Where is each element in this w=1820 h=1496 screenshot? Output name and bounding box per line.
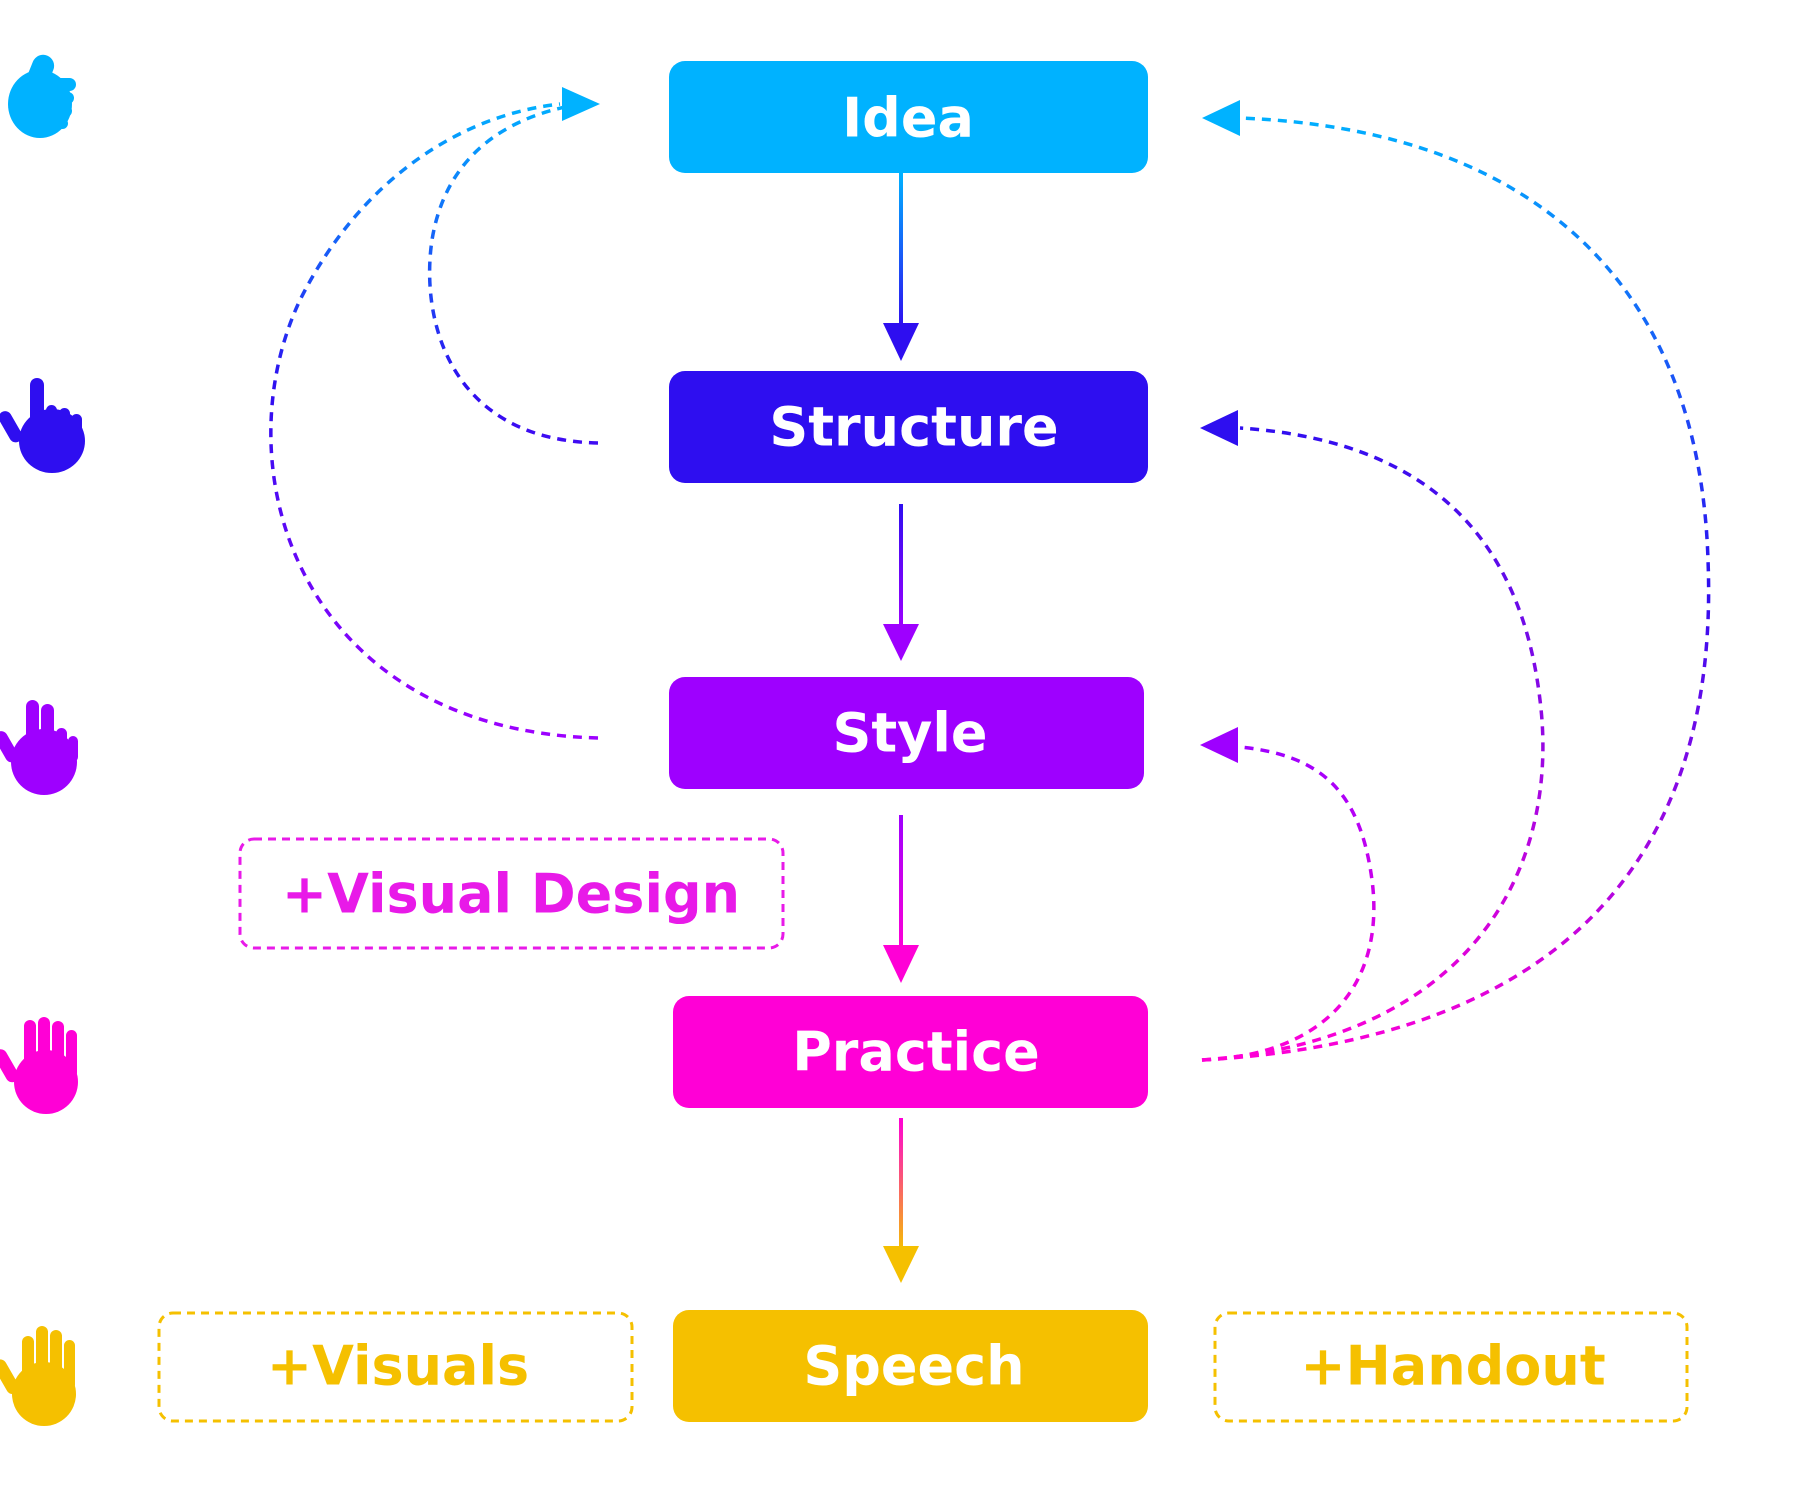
stage-speech: Speech	[673, 1310, 1148, 1422]
feedback-practice-to-idea	[1201, 116, 1711, 1062]
extra-handout-label: +Handout	[1300, 1335, 1605, 1398]
one-finger-up-hand-icon	[0, 378, 85, 473]
connector-idea-structure	[883, 173, 919, 361]
extra-visual-design-label: +Visual Design	[282, 863, 740, 926]
connector-structure-style	[883, 504, 919, 661]
one-finger-point-hand-icon	[8, 54, 76, 138]
stage-idea: Idea	[669, 61, 1148, 173]
extra-visuals: +Visuals	[157, 1311, 634, 1423]
extra-handout: +Handout	[1213, 1311, 1689, 1423]
open-hand-icon	[0, 1326, 76, 1426]
feedback-structure-to-idea	[427, 104, 599, 445]
feedback-arrowhead-right-3	[1200, 727, 1238, 763]
extra-visuals-label: +Visuals	[267, 1335, 529, 1398]
connector-practice-speech	[883, 1118, 919, 1283]
stage-practice-label: Practice	[792, 1021, 1040, 1084]
feedback-arrowhead-right-1	[1202, 100, 1240, 136]
feedback-arrowhead-right-2	[1200, 410, 1238, 446]
feedback-practice-to-style	[1201, 745, 1376, 1062]
stage-speech-label: Speech	[803, 1335, 1024, 1398]
feedback-style-to-idea	[269, 102, 599, 740]
feedback-practice-to-structure	[1201, 426, 1545, 1062]
connector-style-practice	[883, 815, 919, 983]
two-fingers-up-hand-icon	[0, 700, 78, 795]
stage-idea-label: Idea	[842, 87, 974, 150]
four-fingers-hand-icon	[0, 1017, 78, 1114]
stage-structure: Structure	[669, 371, 1148, 483]
extra-visual-design: +Visual Design	[238, 837, 785, 950]
stage-style: Style	[669, 677, 1144, 789]
stage-structure-label: Structure	[769, 396, 1058, 459]
stage-style-label: Style	[832, 702, 987, 765]
feedback-arrowhead-left-1	[562, 87, 600, 121]
stage-practice: Practice	[673, 996, 1148, 1108]
